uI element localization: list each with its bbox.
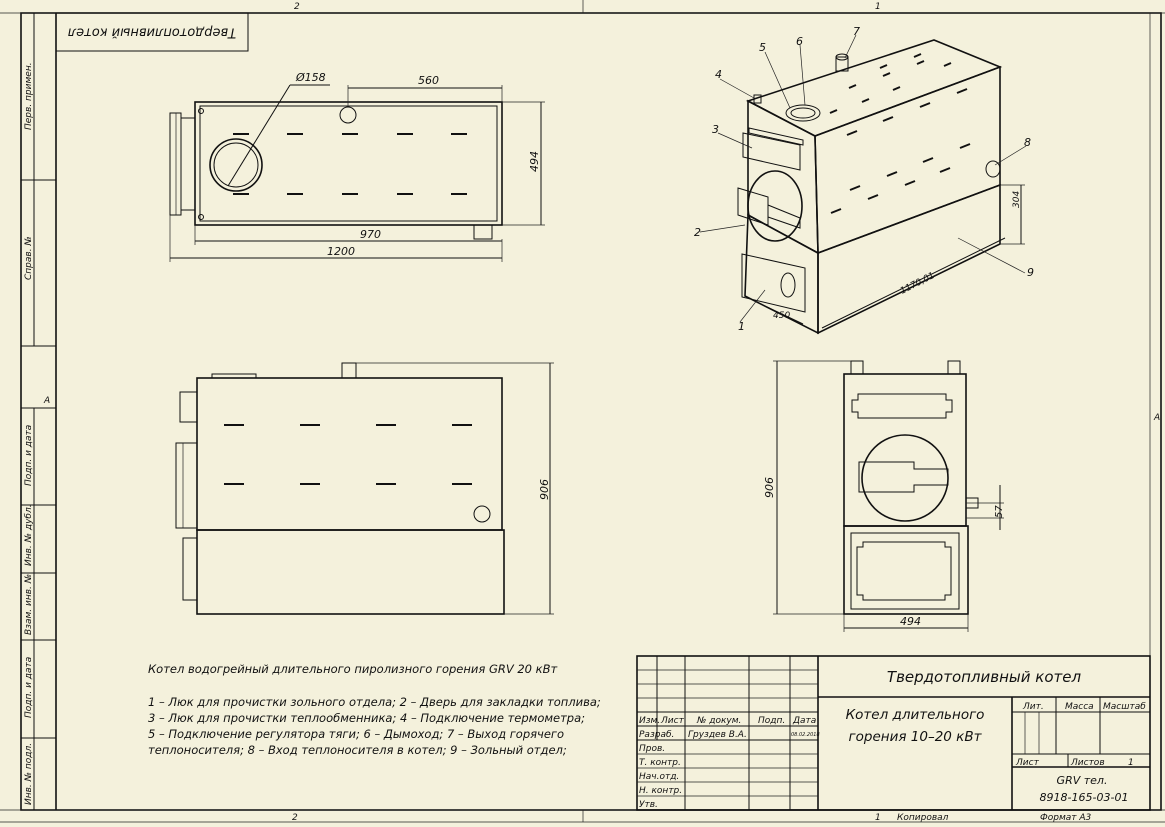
callout-1: 1 — [738, 320, 745, 333]
tb-prov: Пров. — [639, 744, 665, 754]
corner-label-text: Твердотопливный котел — [68, 25, 236, 40]
tb-nkontr: Н. контр. — [639, 786, 682, 796]
iso-view: 304 450 1170,01 1 2 3 4 5 6 7 8 9 — [694, 25, 1034, 335]
dim-450-iso: 450 — [773, 311, 790, 321]
tb-massa: Масса — [1065, 702, 1094, 712]
tb-lit: Лит. — [1022, 702, 1044, 712]
dim-diameter: Ø158 — [295, 71, 326, 84]
tb-desc-2: горения 10–20 кВт — [849, 729, 983, 745]
side-view: 906 — [175, 362, 554, 615]
callout-9: 9 — [1027, 266, 1034, 279]
callout-3: 3 — [712, 123, 719, 136]
iso-outlet-7 — [835, 56, 849, 72]
side-field-podp1: Подп. и дата — [24, 425, 34, 486]
top-view: Ø158 560 494 970 1200 — [169, 71, 545, 262]
tb-author: Груздев В.А. — [688, 730, 747, 740]
callout-8: 8 — [1024, 136, 1031, 149]
tb-date: Дата — [792, 716, 816, 726]
format-label: Формат A3 — [1040, 813, 1092, 823]
sheet-frame — [20, 12, 1162, 811]
tb-podp: Подп. — [758, 716, 785, 726]
corner-label: Твердотопливный котел — [55, 12, 249, 52]
tb-listov: Листов — [1070, 758, 1105, 768]
dim-57: 57 — [994, 505, 1005, 518]
top-view-chimney — [209, 138, 263, 192]
notes-title: Котел водогрейный длительного пиролизног… — [148, 662, 557, 676]
notes-line-1: 1 – Люк для прочистки зольного отдела; 2… — [148, 695, 601, 709]
copied-label: Копировал — [897, 813, 949, 823]
tb-code-1: GRV тел. — [1057, 774, 1108, 787]
tb-listov-value: 1 — [1128, 758, 1134, 768]
tb-masshtab: Масштаб — [1103, 702, 1146, 712]
dim-906-front: 906 — [763, 477, 776, 498]
side-field-inv: Инв. № подл. — [24, 743, 34, 805]
tb-tkontr: Т. контр. — [639, 758, 681, 768]
front-view-hatch-3 — [851, 393, 953, 419]
side-field-dubl: Инв. № дубл. — [24, 504, 34, 566]
dim-560: 560 — [418, 74, 439, 87]
tb-utv: Утв. — [639, 800, 658, 810]
tb-nachotd: Нач.отд. — [639, 772, 679, 782]
tb-izm: Изм. — [639, 716, 660, 726]
iso-thermometer-4 — [753, 94, 762, 104]
callout-5: 5 — [759, 41, 766, 54]
front-view-door — [861, 434, 949, 522]
title-block: Изм. Лист № докум. Подп. Дата Разраб. Гр… — [636, 655, 1151, 811]
callout-7: 7 — [853, 25, 860, 38]
tb-list: Лист — [1015, 758, 1040, 768]
iso-door-2 — [747, 170, 803, 242]
tb-code-2: 8918-165-03-01 — [1040, 791, 1129, 804]
dim-970: 970 — [360, 228, 381, 241]
dim-494-front: 494 — [900, 615, 921, 628]
side-field-vzam: Взам. инв. № — [24, 574, 34, 635]
iso-hatch-3 — [742, 132, 801, 171]
iso-chimney-6 — [785, 104, 821, 122]
top-view-thermometer — [339, 106, 357, 124]
tb-date-value: 08.02.2018 — [791, 732, 820, 738]
front-view: 57 906 494 — [763, 360, 1005, 632]
side-field-sprav: Справ. № — [24, 236, 34, 280]
zone-top-1: 1 — [875, 2, 881, 12]
tb-razrab: Разраб. — [639, 730, 674, 740]
notes-line-4: теплоносителя; 8 – Вход теплоносителя в … — [148, 743, 567, 757]
iso-slots — [829, 53, 971, 214]
dim-494-top: 494 — [528, 151, 541, 172]
tb-doc: № докум. — [696, 716, 741, 726]
notes: Котел водогрейный длительного пиролизног… — [148, 662, 601, 757]
notes-line-2: 3 – Люк для прочистки теплообменника; 4 … — [148, 711, 585, 725]
dim-304-iso: 304 — [1012, 191, 1022, 208]
tb-desc-1: Котел длительного — [846, 707, 985, 723]
zone-side-a-right: A — [1153, 413, 1160, 423]
side-fields: Перв. примен. Справ. № Подп. и дата Инв.… — [21, 13, 56, 810]
front-view-ash-hatch — [856, 541, 952, 601]
side-field-perv: Перв. примен. — [24, 62, 34, 130]
side-view-inlet — [473, 505, 491, 523]
dim-906-side: 906 — [538, 479, 551, 500]
callout-4: 4 — [715, 68, 722, 81]
iso-inlet-8 — [985, 160, 1001, 178]
dim-1170-iso: 1170,01 — [899, 271, 937, 297]
zone-bottom-1: 1 — [875, 813, 881, 823]
zone-top-2: 2 — [294, 2, 300, 12]
zone-bottom-2: 2 — [292, 813, 298, 823]
iso-ash-hatch-1 — [741, 253, 806, 313]
dim-1200: 1200 — [327, 245, 355, 258]
tb-list-col: Лист — [660, 716, 685, 726]
callout-2: 2 — [694, 226, 701, 239]
zone-side-a: A — [43, 396, 50, 406]
tb-name: Твердотопливный котел — [887, 668, 1082, 686]
notes-line-3: 5 – Подключение регулятора тяги; 6 – Дым… — [148, 727, 564, 741]
side-field-podp2: Подп. и дата — [24, 657, 34, 718]
callout-6: 6 — [796, 35, 803, 48]
